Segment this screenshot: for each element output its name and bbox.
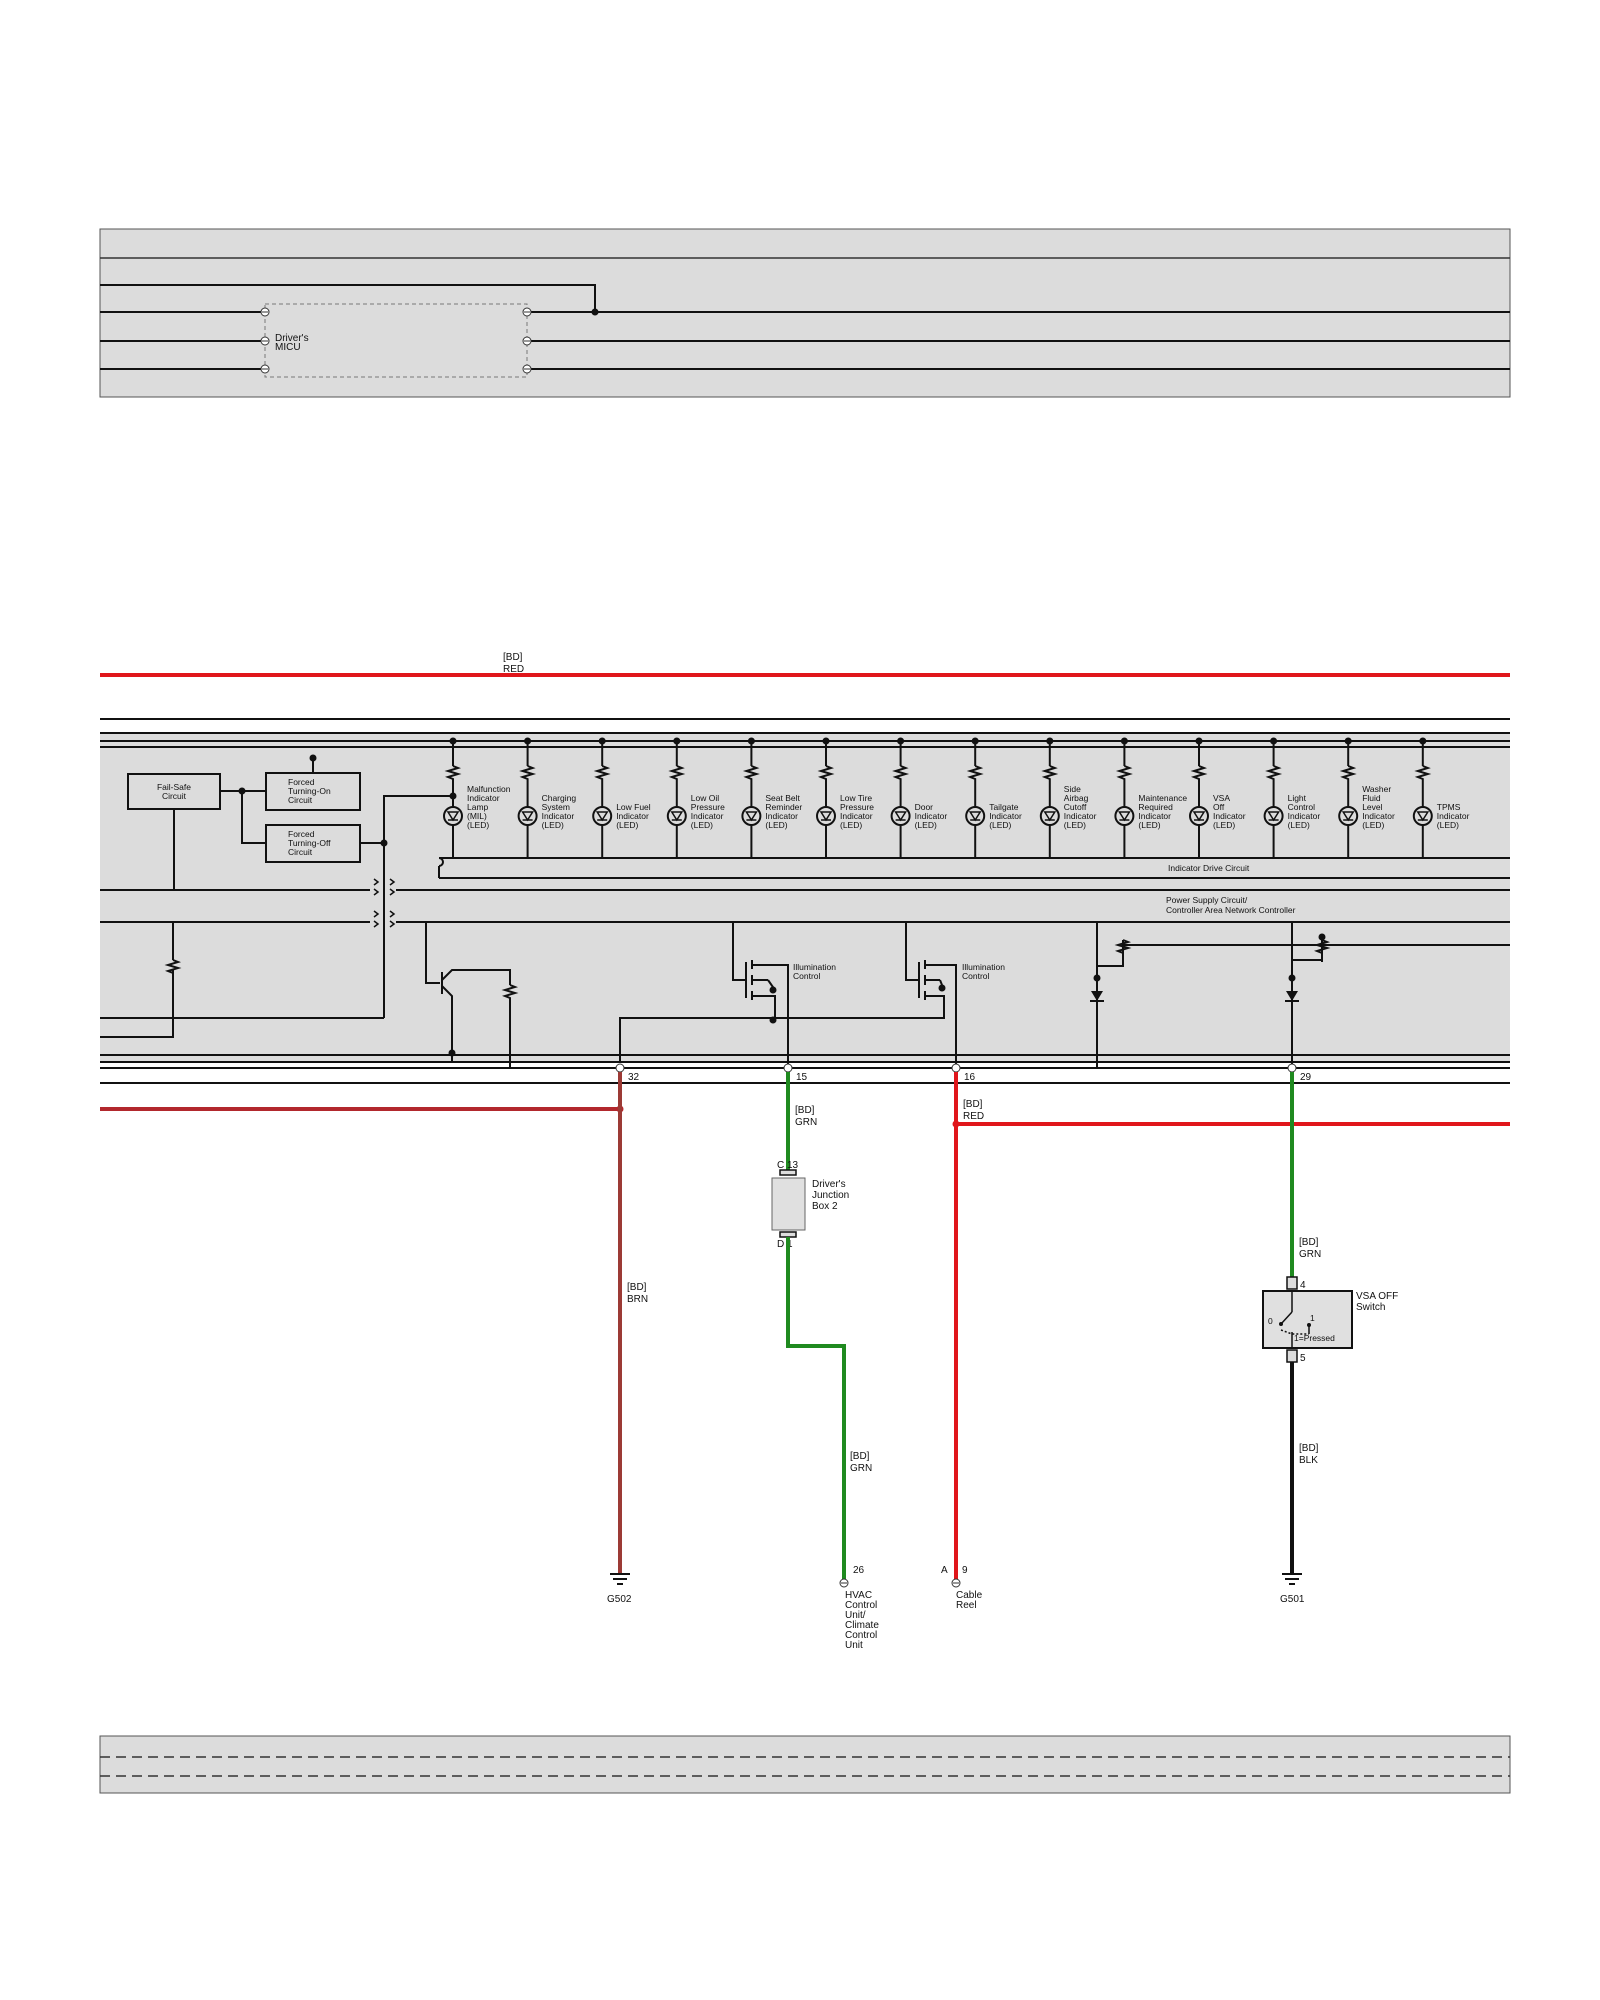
svg-text:[BD]RED: [BD]RED (963, 1099, 984, 1122)
pin-32-connector (615, 1063, 625, 1073)
pin-15-label: 15 (796, 1072, 808, 1083)
indicator-drive-label: Indicator Drive Circuit (1168, 863, 1250, 873)
g502-label: G502 (607, 1594, 632, 1605)
ground-g502 (610, 1573, 630, 1585)
svg-text:1=Pressed: 1=Pressed (1294, 1333, 1335, 1343)
pin-29-label: 29 (1300, 1072, 1312, 1083)
pin-4: 4 (1300, 1280, 1306, 1291)
svg-text:[BD]RED: [BD]RED (503, 652, 524, 675)
svg-text:0: 0 (1268, 1316, 1273, 1326)
fail-safe-block (127, 773, 221, 810)
svg-text:1: 1 (1310, 1313, 1315, 1323)
svg-text:9: 9 (962, 1565, 968, 1576)
forced-on-block (265, 772, 361, 811)
mil-junction-dot (449, 792, 457, 800)
junction-box (771, 1177, 806, 1231)
svg-text:A: A (941, 1565, 948, 1576)
g501-label: G501 (1280, 1594, 1305, 1605)
pin-5: 5 (1300, 1353, 1306, 1364)
pin-c13: C 13 (777, 1160, 799, 1171)
pin-16-label: 16 (964, 1072, 976, 1083)
svg-text:[BD]GRN: [BD]GRN (795, 1105, 817, 1128)
power-supply-label: Power Supply Circuit/Controller Area Net… (1166, 895, 1296, 915)
bottom-panel (99, 1735, 1511, 1794)
pin-26: 26 (853, 1565, 865, 1576)
pin-16-connector (951, 1063, 961, 1073)
svg-text:[BD]GRN: [BD]GRN (850, 1451, 872, 1474)
gauge-control-panel: Indicator Drive Circuit Power Supply Cir… (100, 718, 1510, 1084)
vsa-off-switch (1262, 1290, 1353, 1349)
pin-15-connector (783, 1063, 793, 1073)
ground-g501 (1282, 1573, 1302, 1585)
red-bus-wire: [BD]RED (100, 652, 1510, 677)
pin-d1: D 1 (777, 1239, 793, 1250)
pin-29-connector (1287, 1063, 1297, 1073)
svg-text:[BD]BLK: [BD]BLK (1299, 1443, 1319, 1466)
pin-32-label: 32 (628, 1072, 640, 1083)
grn-wire-26 (786, 1237, 846, 1580)
svg-text:[BD]BRN: [BD]BRN (627, 1282, 648, 1305)
svg-text:[BD]GRN: [BD]GRN (1299, 1237, 1321, 1260)
